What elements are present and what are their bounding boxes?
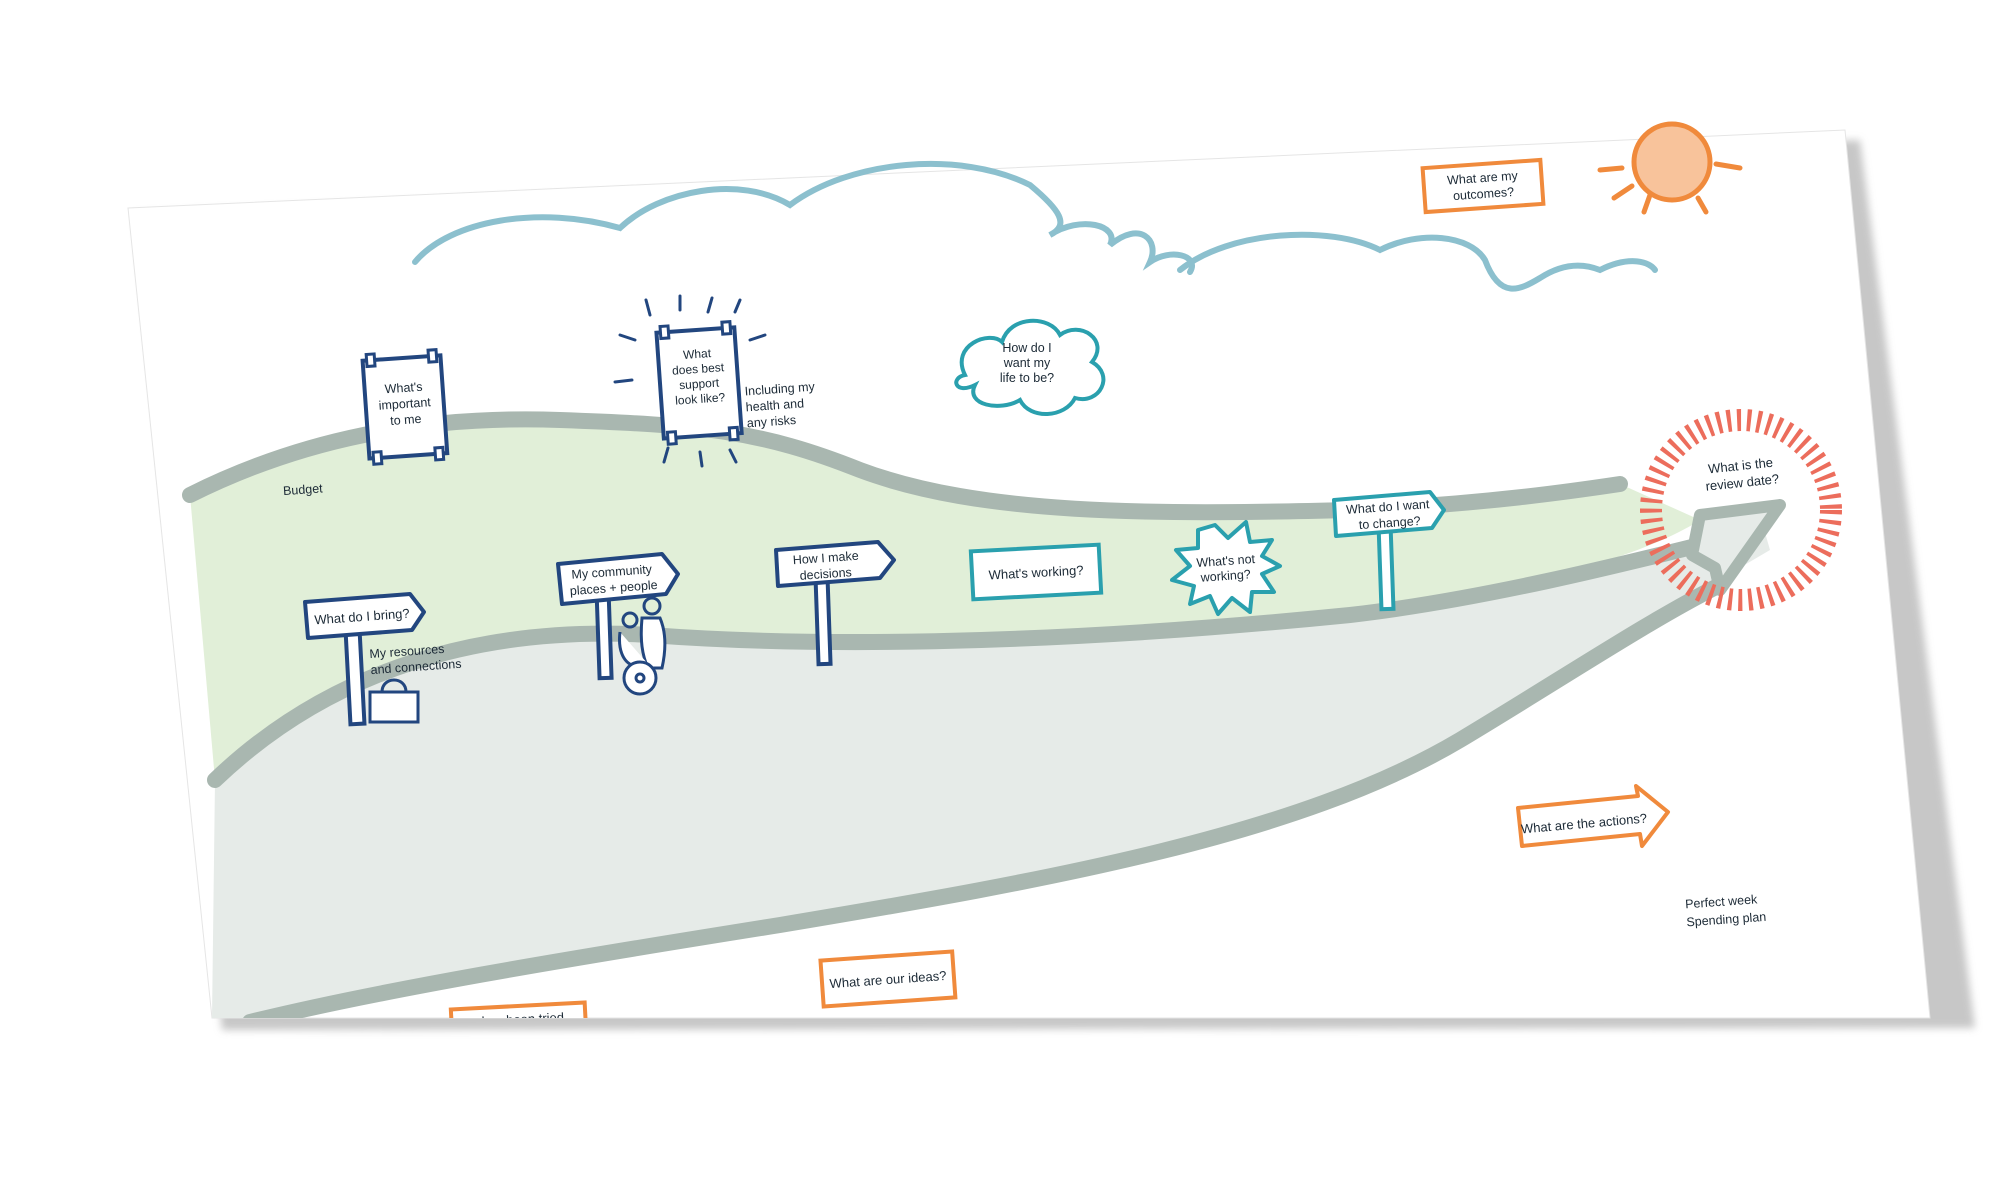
community-line2: places + people — [569, 578, 658, 598]
review-date-line1: What is the — [1707, 455, 1773, 477]
health-line1: Including my — [744, 380, 816, 399]
actions-arrow: What are the actions? — [1516, 784, 1670, 848]
best-support-line4: look like? — [675, 390, 726, 407]
hill-band — [190, 419, 1700, 780]
important-line2: important — [378, 395, 431, 413]
best-support-line2: does best — [672, 360, 726, 378]
ideas-card: What are our ideas? — [818, 949, 958, 1009]
outcomes-line1: What are my — [1447, 169, 1519, 188]
road-arrow-head — [1686, 499, 1786, 596]
decisions-line1: How I make — [792, 549, 859, 568]
plan-notes: Perfect week Spending plan — [1685, 892, 1767, 930]
best-support-line3: support — [679, 376, 721, 393]
life-line3: life to be? — [1000, 371, 1054, 385]
spending-plan-label: Spending plan — [1686, 910, 1767, 930]
not-working-line1: What's not — [1196, 552, 1256, 570]
not-working-burst: What's not working? — [1170, 520, 1282, 616]
cloud-line-left — [412, 160, 1195, 275]
working-card: What's working? — [968, 542, 1104, 602]
life-cloud: How do I want my life to be? — [954, 318, 1106, 416]
health-line2: health and — [745, 396, 804, 414]
resources-line2: and connections — [370, 657, 462, 677]
sun-icon — [1597, 121, 1743, 215]
bring-text: What do I bring? — [314, 606, 410, 628]
change-signpost: What do I want to change? — [1332, 490, 1446, 612]
decisions-line2: decisions — [799, 565, 852, 583]
tried-text: ...has been tried — [471, 1010, 565, 1030]
important-line1: What's — [384, 380, 423, 397]
life-line2: want my — [1003, 356, 1051, 370]
resources-line1: My resources — [369, 642, 445, 661]
change-line2: to change? — [1358, 514, 1421, 532]
best-support-line1: What — [683, 346, 713, 362]
bring-signpost: What do I bring? — [303, 592, 426, 727]
outcomes-card: What are my outcomes? — [1420, 157, 1546, 215]
resources-note: My resources and connections — [369, 642, 462, 677]
budget-label: Budget — [283, 481, 324, 498]
people-wheelchair-icon — [618, 596, 667, 696]
health-line3: any risks — [746, 413, 796, 430]
best-support-card: What does best support look like? — [613, 294, 767, 468]
outcomes-line2: outcomes? — [1453, 185, 1515, 203]
cloud-line-right — [1177, 231, 1658, 292]
change-line1: What do I want — [1346, 497, 1431, 517]
health-note: Including my health and any risks — [744, 380, 816, 431]
working-text: What's working? — [988, 563, 1084, 583]
road-top-edge — [207, 532, 1728, 788]
review-date-ring — [1640, 409, 1842, 611]
important-card: What's important to me — [360, 348, 450, 466]
decisions-signpost: How I make decisions — [774, 540, 896, 667]
tried-card: ...has been tried — [448, 1000, 590, 1030]
bag-icon — [368, 690, 420, 724]
community-signpost: My community places + people — [556, 552, 680, 696]
life-line1: How do I — [1002, 341, 1051, 355]
road-bottom-edge — [242, 577, 1728, 1018]
community-line1: My community — [571, 562, 653, 582]
perfect-week-label: Perfect week — [1685, 892, 1759, 911]
important-line3: to me — [390, 412, 422, 428]
not-working-line2: working? — [1199, 567, 1251, 585]
